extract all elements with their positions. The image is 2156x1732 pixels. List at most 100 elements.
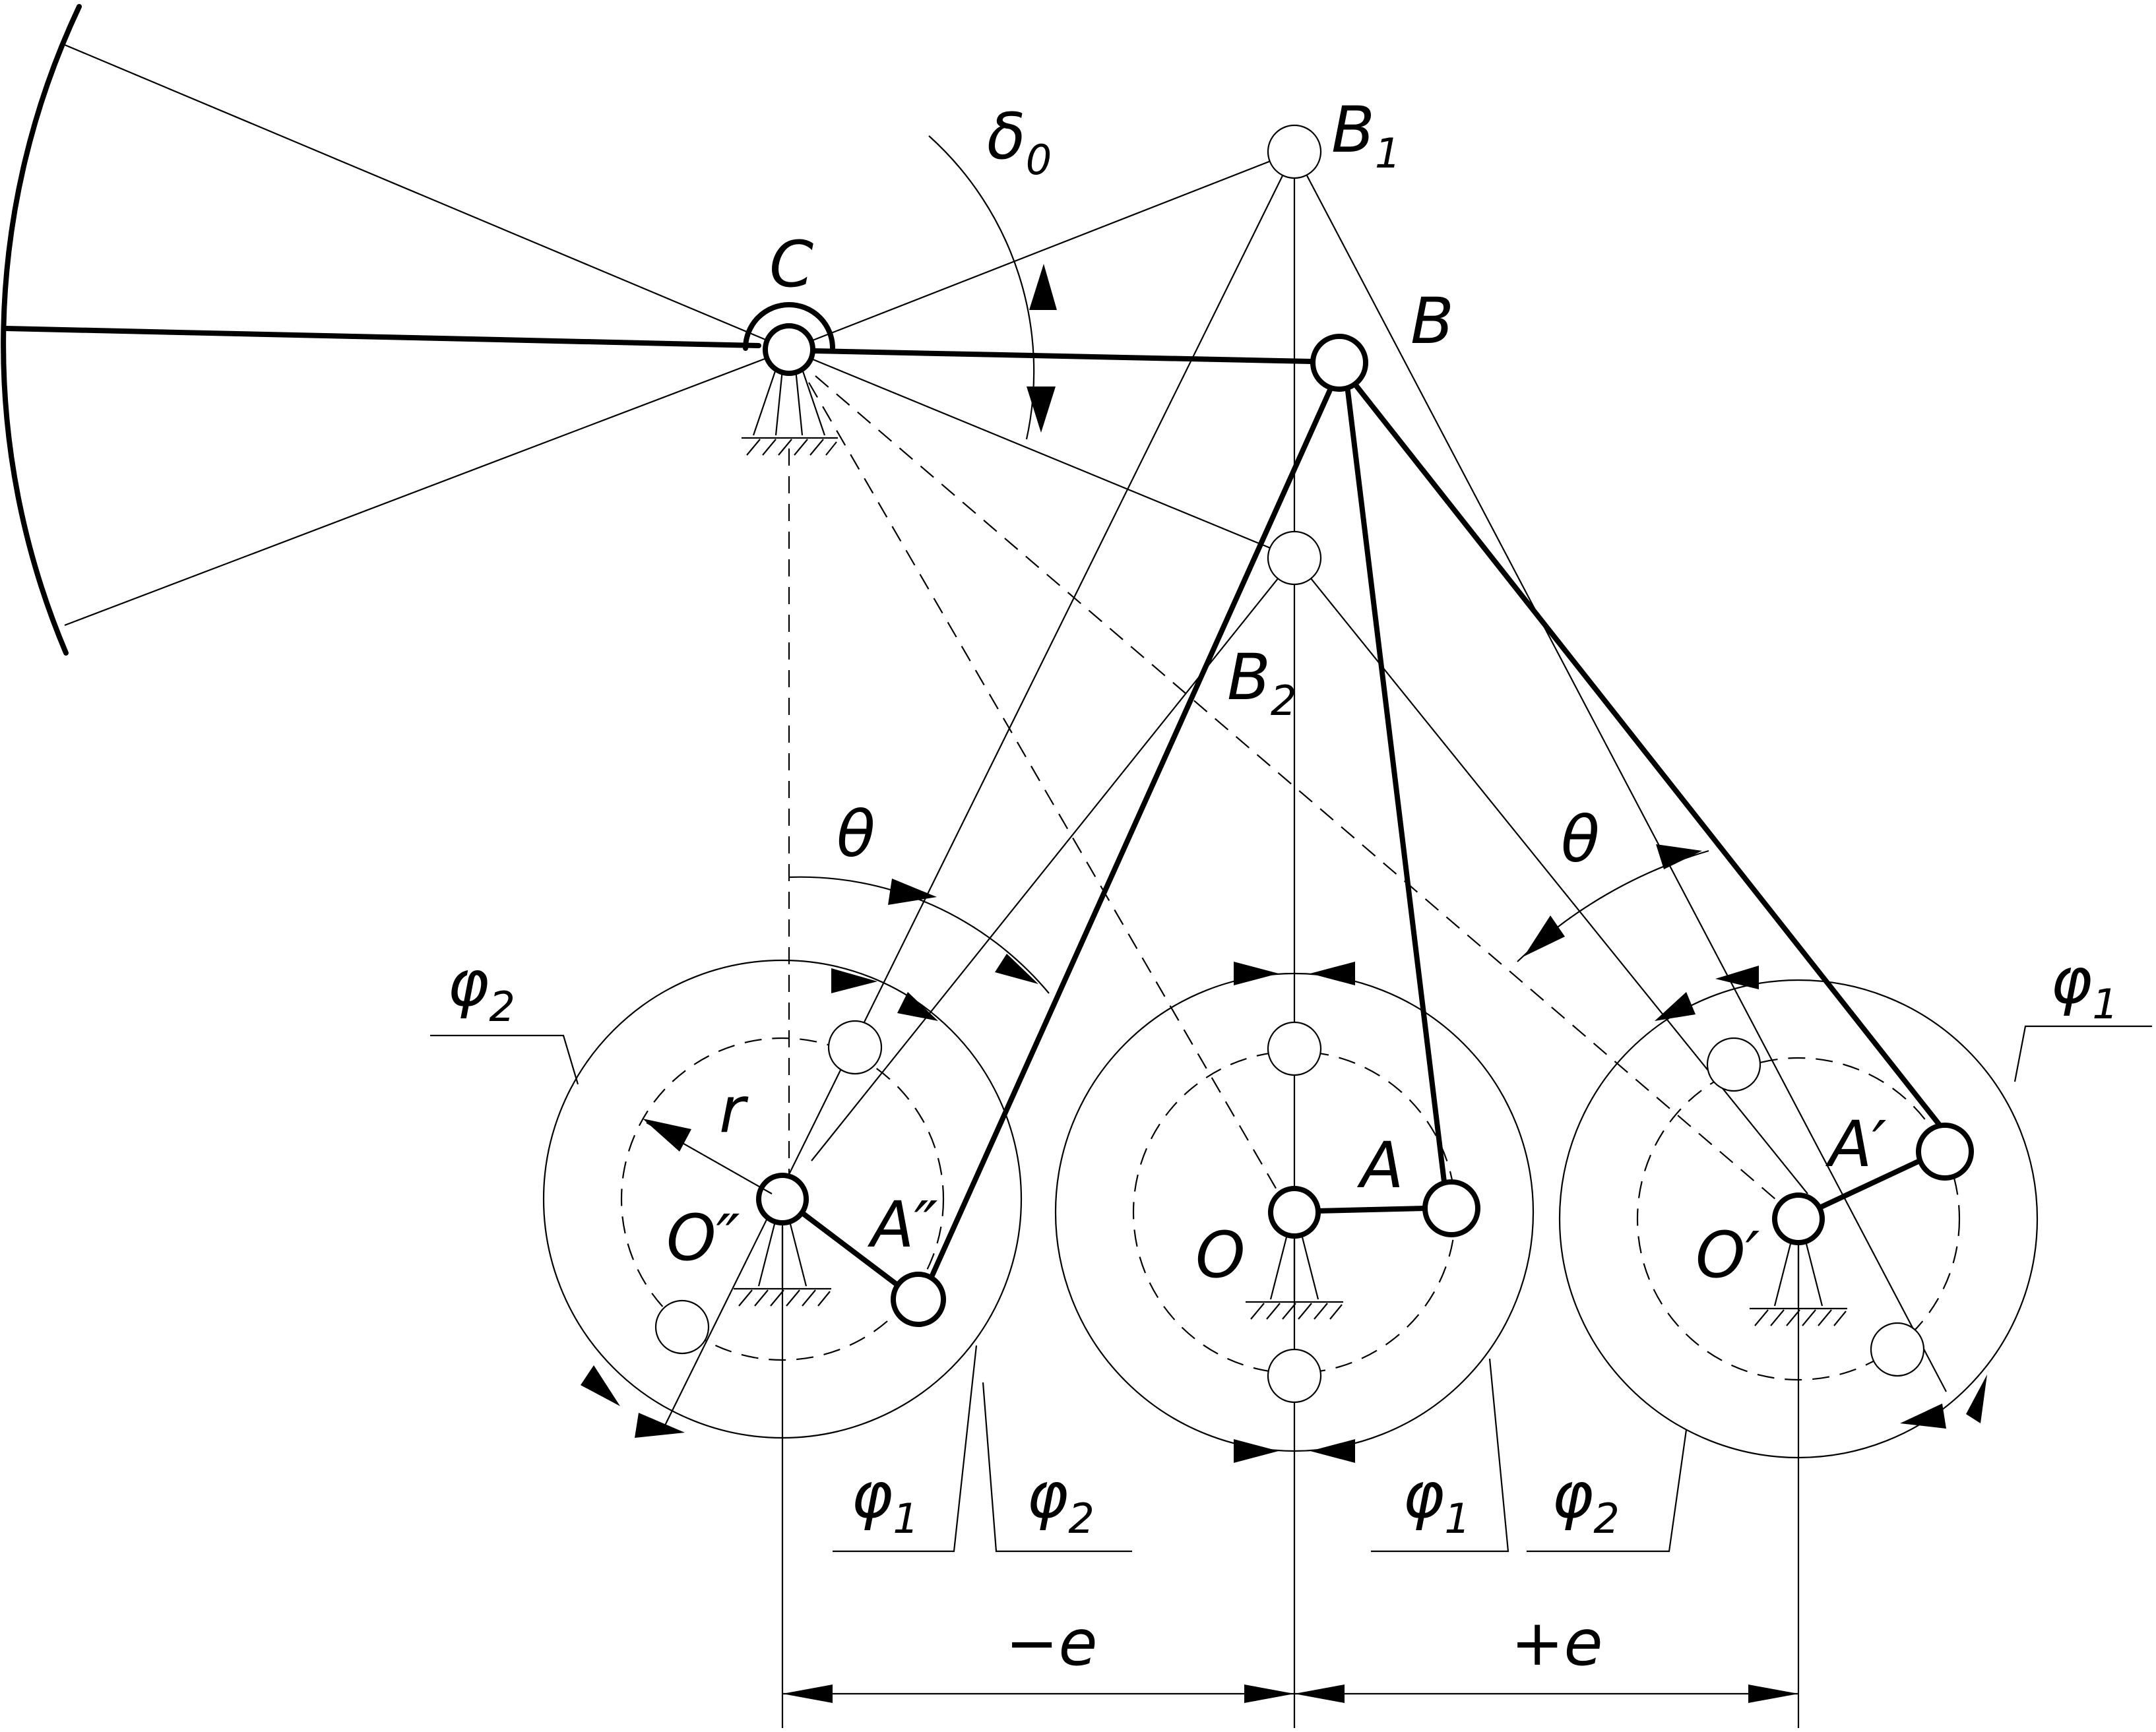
coupler-b-a-dd xyxy=(929,367,1342,1280)
links xyxy=(797,348,1953,1287)
label-theta-left: θ xyxy=(837,797,875,871)
label-theta-right: θ xyxy=(1561,803,1600,877)
label-phi2-mid: φ2 xyxy=(1027,1458,1094,1543)
dashed-c-to-center xyxy=(808,382,1295,1221)
left-outer-circle xyxy=(542,959,1023,1439)
right-pos-upper xyxy=(1706,1037,1761,1092)
r-arrow xyxy=(643,1119,691,1152)
crank-o-d-a-d xyxy=(1816,1157,1925,1211)
label-phi2-right: φ2 xyxy=(1552,1458,1620,1543)
phi2-right-leader xyxy=(1527,1429,1688,1553)
right-bottom-arrow-2 xyxy=(1966,1375,1987,1423)
theta-left-arrow-2 xyxy=(995,954,1038,984)
bold-joints xyxy=(756,334,1974,1327)
coupler-b-a xyxy=(1343,372,1447,1190)
joint-o-d xyxy=(1772,1192,1825,1245)
pivot-c xyxy=(763,323,815,376)
rocker-sector xyxy=(1,4,790,656)
position-circles xyxy=(654,124,1925,1404)
theta-left-arc xyxy=(788,876,1050,994)
label-b2: B2 xyxy=(1227,640,1296,725)
r-leader xyxy=(646,1122,773,1194)
sector-arc xyxy=(1,4,82,656)
left-pos-upper xyxy=(827,1020,883,1075)
center-top-arrow-2 xyxy=(1310,962,1355,985)
right-dashed-circle xyxy=(1636,1057,1961,1381)
rocker-beam xyxy=(4,326,761,348)
label-phi1-right: φ1 xyxy=(2050,944,2118,1028)
joint-b2 xyxy=(1267,530,1322,586)
crank-o-a xyxy=(1314,1206,1428,1214)
left-dashed-circle xyxy=(620,1037,945,1361)
label-delta0: δ0 xyxy=(987,100,1052,184)
label-b: B xyxy=(1411,284,1454,358)
left-bottom-arrow-1 xyxy=(581,1365,620,1406)
theta-left-arrow-1 xyxy=(888,879,937,905)
right-top-arrow-2 xyxy=(1715,966,1759,989)
right-outer-circle xyxy=(1558,979,2039,1459)
left-top-arrow-1 xyxy=(831,968,877,993)
phi1-left-leader xyxy=(833,1345,978,1553)
line-b2-right-lower xyxy=(1294,557,1808,1194)
joint-a-dd xyxy=(891,1272,946,1327)
construction-lines xyxy=(663,150,1947,1728)
joint-b xyxy=(1310,334,1368,392)
delta0-arrow-down xyxy=(1027,387,1056,433)
center-top-arrow-1 xyxy=(1234,962,1279,985)
link-c-b xyxy=(811,348,1314,364)
label-r: r xyxy=(719,1073,749,1147)
label-plus-e: +e xyxy=(1511,1606,1603,1680)
center-pos-lower xyxy=(1267,1348,1322,1404)
label-o: O xyxy=(1195,1218,1246,1292)
label-c: C xyxy=(769,228,813,301)
crank-o-dd-a-dd xyxy=(797,1208,900,1287)
left-top-arrow-2 xyxy=(897,992,938,1021)
right-bottom-arrow-1 xyxy=(1900,1404,1946,1429)
right-pos-lower xyxy=(1870,1322,1925,1377)
label-a-dd: A″ xyxy=(867,1188,938,1262)
line-c-b2 xyxy=(788,348,1295,559)
joint-a-d xyxy=(1916,1123,1974,1181)
left-pos-lower xyxy=(654,1299,710,1355)
dashed-c-to-right-center xyxy=(815,375,1799,1220)
coupler-b-a-d xyxy=(1346,373,1953,1141)
joint-o-dd xyxy=(756,1173,809,1225)
support-o xyxy=(1246,1231,1343,1320)
label-a: A xyxy=(1356,1129,1404,1202)
phi-leaders xyxy=(430,1025,2152,1553)
label-phi1-mid: φ1 xyxy=(1403,1458,1471,1543)
labels: C B B1 B2 δ0 θ θ φ1 φ2 φ1 φ2 φ1 φ2 r O″ … xyxy=(447,93,2118,1680)
label-o-d: O′ xyxy=(1696,1218,1760,1292)
sector-ray-bottom xyxy=(64,348,790,627)
arrowheads xyxy=(581,264,1987,1463)
right-top-arrow-1 xyxy=(1655,992,1696,1021)
center-bottom-arrow-2 xyxy=(1310,1439,1355,1463)
label-a-d: A′ xyxy=(1825,1107,1887,1181)
joint-a xyxy=(1422,1179,1480,1237)
sector-ray-top xyxy=(64,44,790,351)
phi2-left-leader xyxy=(430,1034,579,1085)
delta0-arrow-up xyxy=(1029,264,1057,310)
support-o-d xyxy=(1750,1238,1847,1326)
phi1-mid-leader xyxy=(1371,1358,1509,1553)
dashed-lines xyxy=(788,375,1799,1221)
support-o-dd xyxy=(734,1218,831,1307)
label-b1: B1 xyxy=(1331,93,1401,177)
line-c-b1 xyxy=(788,150,1295,351)
joint-b1 xyxy=(1267,124,1322,179)
theta-right-arrow-2 xyxy=(1656,844,1702,869)
center-outer-circle xyxy=(1054,972,1535,1452)
joint-o xyxy=(1268,1186,1321,1239)
dimension-e xyxy=(782,1685,1798,1703)
center-bottom-arrow-1 xyxy=(1234,1439,1279,1463)
support-c xyxy=(742,369,838,456)
label-minus-e: −e xyxy=(1005,1606,1098,1680)
pivot-c-cup xyxy=(743,302,835,351)
phi1-right-leader xyxy=(2013,1025,2152,1082)
line-b2-left-lower xyxy=(811,557,1295,1161)
line-b1-right-lower xyxy=(1294,151,1947,1392)
center-pos-upper xyxy=(1267,1021,1322,1076)
ground-supports xyxy=(734,369,1847,1326)
phi2-mid-leader xyxy=(982,1382,1132,1553)
